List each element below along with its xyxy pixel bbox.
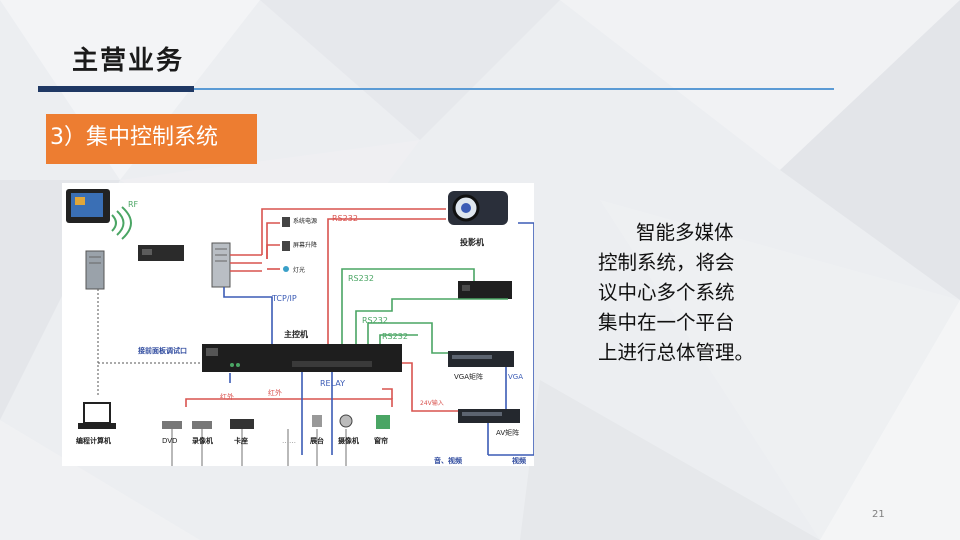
infrared-label-b: 红外 bbox=[268, 388, 282, 397]
projector-icon bbox=[448, 191, 508, 225]
description-line: 集中在一个平台 bbox=[598, 311, 735, 334]
red-wires bbox=[185, 208, 458, 412]
rf-base-station-icon bbox=[138, 245, 184, 261]
screen-lift-icon bbox=[282, 241, 290, 251]
description-line: 议中心多个系统 bbox=[598, 281, 735, 304]
page-number: 21 bbox=[872, 509, 885, 520]
rs232-av-label: RS232 bbox=[382, 332, 408, 341]
projector-switch-icon bbox=[458, 281, 512, 299]
light-label: 灯光 bbox=[293, 266, 305, 274]
section-tag: 3）集中控制系统 bbox=[46, 114, 257, 164]
title-underline-light bbox=[194, 88, 834, 90]
rf-waves-icon bbox=[111, 206, 132, 240]
curtain-icon bbox=[376, 415, 390, 429]
rf-receiver-icon bbox=[85, 250, 105, 290]
system-power-label: 系统电源 bbox=[293, 217, 317, 225]
touch-panel-icon bbox=[66, 189, 110, 223]
ellipsis-label: …… bbox=[282, 437, 296, 445]
description-line: 上进行总体管理。 bbox=[598, 341, 755, 364]
description-line: 控制系统，将会 bbox=[598, 251, 735, 274]
video-label: 视频 bbox=[512, 456, 526, 465]
system-diagram: RF RS232 投影机 系统电源 屏幕升降 灯光 TCP/IP RS232 R… bbox=[62, 183, 534, 466]
light-icon bbox=[283, 266, 289, 272]
description-text: 智能多媒体 控制系统，将会 议中心多个系统 集中在一个平台 上进行总体管理。 bbox=[598, 218, 798, 368]
relay-label: RELAY bbox=[320, 379, 345, 388]
dvd-icon bbox=[162, 421, 182, 429]
av-matrix-label: AV矩阵 bbox=[496, 428, 519, 437]
rs232-projector-label: RS232 bbox=[332, 214, 358, 223]
rs232-vga-label: RS232 bbox=[362, 316, 388, 325]
power-controller-icon bbox=[211, 242, 231, 288]
24v-input-label: 24V输入 bbox=[420, 399, 444, 407]
av-matrix-icon bbox=[458, 409, 520, 423]
title-underline-dark bbox=[38, 86, 194, 92]
rs232-switch-label: RS232 bbox=[348, 274, 374, 283]
deck-label: 卡座 bbox=[234, 436, 248, 445]
audio-video-label: 音、视频 bbox=[434, 456, 462, 465]
vcr-icon bbox=[192, 421, 212, 429]
deck-icon bbox=[230, 419, 254, 429]
booth-icon bbox=[312, 415, 322, 427]
projector-label: 投影机 bbox=[460, 237, 484, 247]
green-wires bbox=[341, 268, 508, 354]
screen-lift-label: 屏幕升降 bbox=[293, 241, 317, 249]
tcpip-label: TCP/IP bbox=[271, 294, 297, 303]
slide-title: 主营业务 bbox=[72, 46, 185, 76]
front-panel-label: 接前面板调试口 bbox=[138, 346, 187, 355]
device-drops bbox=[171, 429, 347, 466]
rf-label: RF bbox=[128, 200, 139, 209]
booth-label: 展台 bbox=[309, 436, 324, 445]
camera-label: 摄像机 bbox=[338, 436, 359, 445]
programming-computer-icon bbox=[78, 402, 116, 429]
vga-matrix-icon bbox=[448, 351, 514, 367]
camera-icon bbox=[339, 414, 353, 428]
main-controller-label: 主控机 bbox=[284, 329, 308, 339]
dotted-links bbox=[97, 289, 202, 395]
vga-matrix-label: VGA矩阵 bbox=[454, 372, 483, 381]
description-line: 智能多媒体 bbox=[636, 221, 734, 244]
main-controller-icon bbox=[202, 344, 402, 372]
infrared-label-a: 红外 bbox=[220, 392, 234, 401]
curtain-label: 窗帘 bbox=[374, 436, 388, 445]
programming-computer-label: 编程计算机 bbox=[76, 436, 111, 445]
dvd-label: DVD bbox=[162, 437, 177, 445]
blue-wires bbox=[223, 222, 534, 456]
system-power-icon bbox=[282, 217, 290, 227]
vga-label: VGA bbox=[508, 373, 523, 381]
vcr-label: 录像机 bbox=[192, 436, 213, 445]
